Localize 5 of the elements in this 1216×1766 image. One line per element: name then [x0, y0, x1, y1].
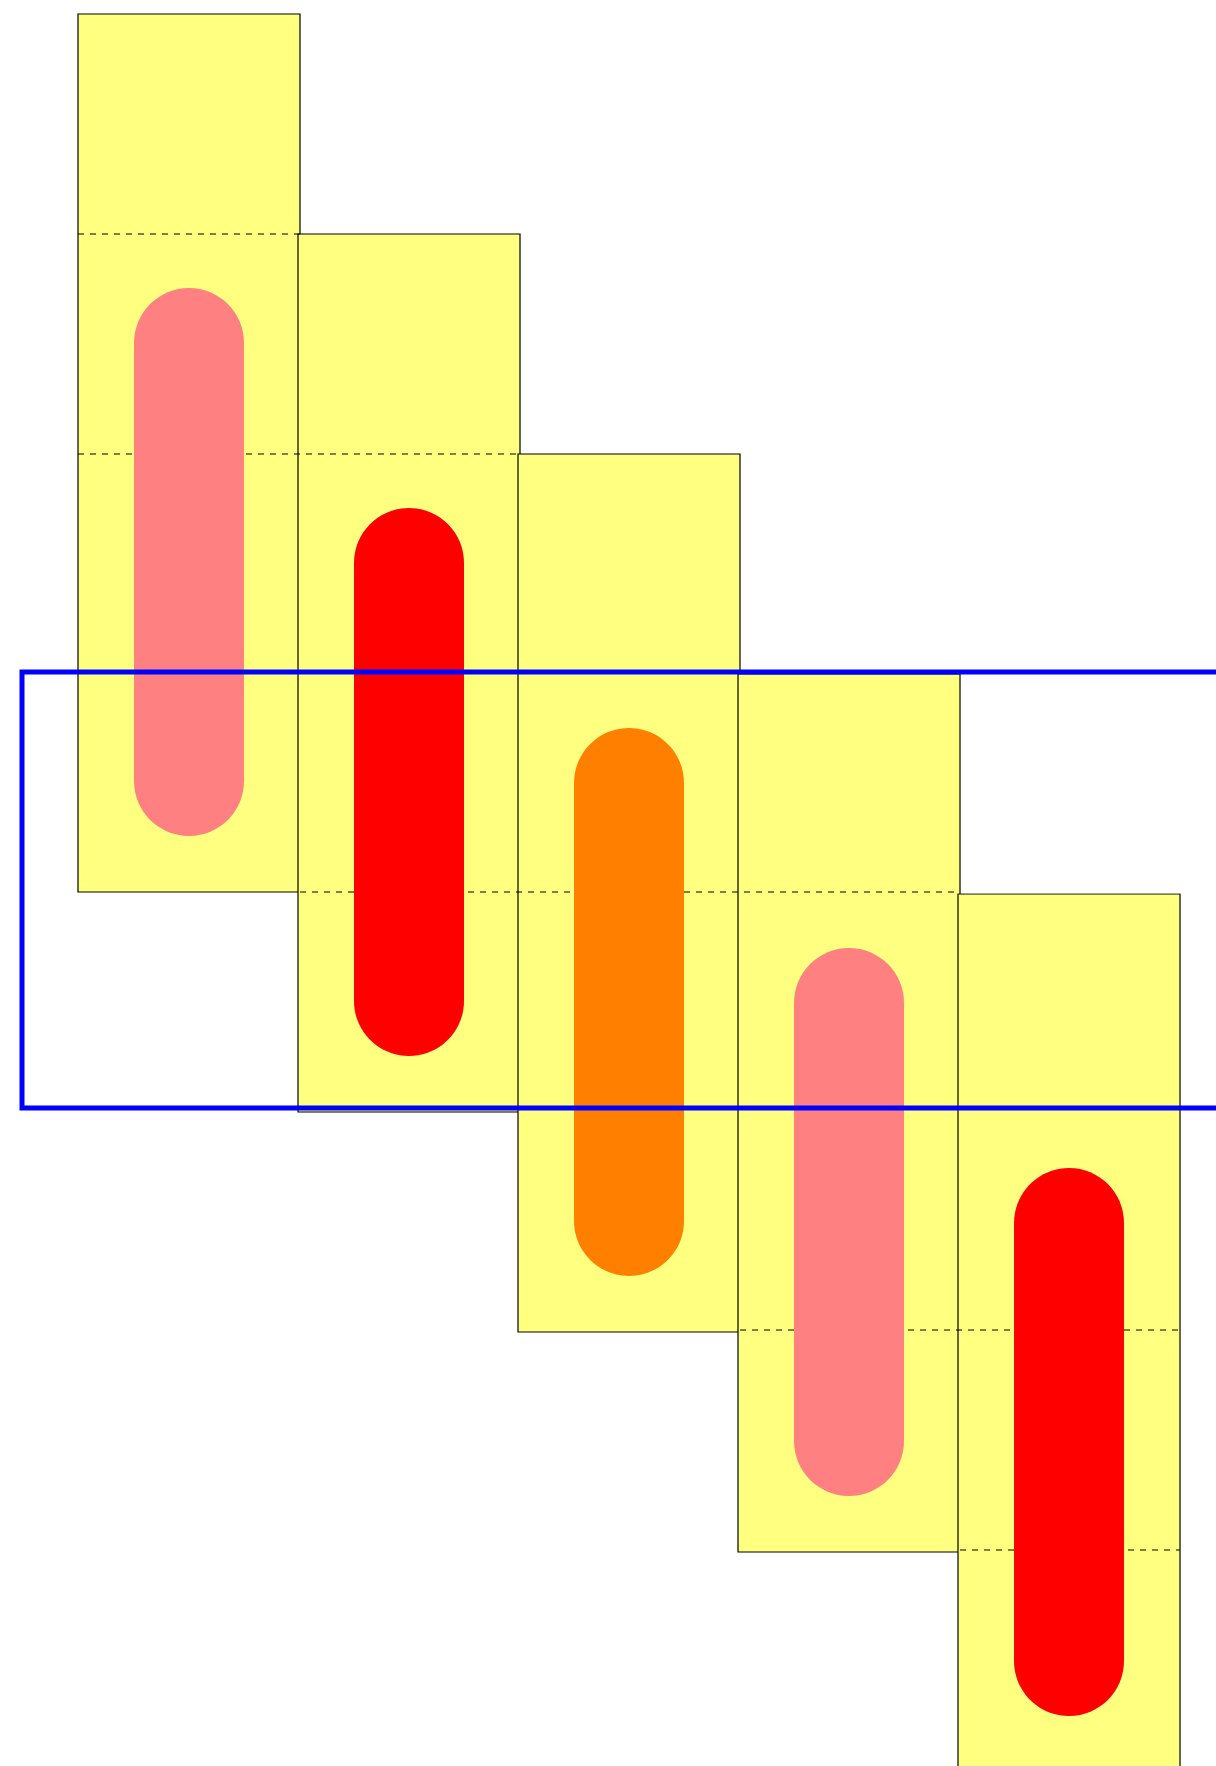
pill-shape [354, 508, 464, 1056]
pill-shape [574, 728, 684, 1276]
pill-shape [134, 288, 244, 836]
pill-shape [794, 948, 904, 1496]
pill-shape [1014, 1168, 1124, 1716]
